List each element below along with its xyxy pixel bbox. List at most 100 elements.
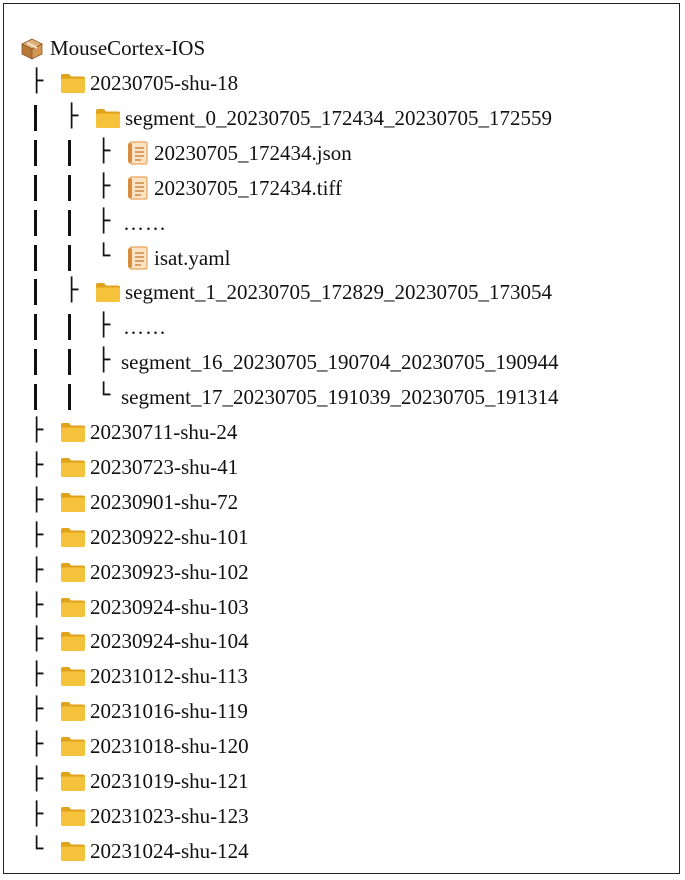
- tree-item-label: ……: [123, 210, 167, 235]
- folder-icon: [95, 107, 121, 135]
- tree-item-label: 20230901-shu-72: [90, 489, 239, 514]
- tree-item-label: 20230924-shu-104: [90, 629, 249, 654]
- tree-folder-row[interactable]: └ 20231024-shu-124: [4, 834, 679, 869]
- tree-guide-line: [68, 174, 71, 201]
- tree-branch-connector: ├: [97, 173, 111, 199]
- folder-icon: [60, 700, 86, 728]
- tree-row[interactable]: ├ ……: [4, 206, 679, 241]
- folder-icon: [60, 526, 86, 554]
- tree-item-label: segment_17_20230705_191039_20230705_1913…: [121, 385, 559, 410]
- root-label: MouseCortex-IOS: [50, 36, 206, 60]
- tree-item-label: ……: [123, 315, 167, 340]
- tree-branch-connector: ├: [30, 627, 44, 653]
- tree-branch-connector: ├: [97, 313, 111, 339]
- file-icon: [127, 245, 151, 277]
- tree-item-label: 20231024-shu-124: [90, 838, 249, 863]
- tree-guide-line: [34, 384, 37, 411]
- tree-branch-connector: ├: [30, 662, 44, 688]
- tree-branch-connector: ├: [30, 732, 44, 758]
- tree-guide-line: [34, 279, 37, 306]
- tree-root[interactable]: MouseCortex-IOS: [4, 31, 679, 66]
- folder-icon: [60, 421, 86, 449]
- tree-guide-line: [68, 349, 71, 376]
- tree-branch-connector: ├: [30, 767, 44, 792]
- tree-folder-row[interactable]: ├ 20230923-shu-102: [4, 555, 679, 590]
- tree-row[interactable]: ├ ……: [4, 310, 679, 345]
- tree-item-label: 20230705-shu-18: [90, 71, 239, 95]
- tree-item-label: segment_0_20230705_172434_20230705_17255…: [125, 105, 552, 130]
- folder-icon: [60, 491, 86, 519]
- tree-guide-line: [34, 104, 37, 131]
- tree-guide-line: [34, 244, 37, 271]
- tree-branch-connector: ├: [30, 452, 44, 478]
- tree-file-row[interactable]: └ isat.yaml: [4, 241, 679, 276]
- tree-folder-row[interactable]: ├ 20230723-shu-41: [4, 450, 679, 485]
- tree-guide-line: [34, 314, 37, 341]
- folder-icon: [60, 72, 86, 100]
- folder-icon: [60, 840, 86, 868]
- tree-row[interactable]: ├ segment_16_20230705_190704_20230705_190…: [4, 345, 679, 380]
- tree-guide-line: [68, 244, 71, 271]
- tree-folder-row[interactable]: ├ 20231016-shu-119: [4, 694, 679, 729]
- tree-item-label: 20231018-shu-120: [90, 734, 249, 759]
- tree-branch-connector: ├: [97, 348, 111, 374]
- folder-icon: [60, 805, 86, 833]
- tree-item-label: 20231019-shu-121: [90, 769, 249, 793]
- tree-branch-connector: ├: [30, 557, 44, 583]
- tree-guide-line: [68, 314, 71, 341]
- package-icon: [20, 37, 44, 67]
- folder-icon: [95, 281, 121, 309]
- tree-folder-row[interactable]: ├ segment_0_20230705_172434_20230705_172…: [4, 101, 679, 136]
- tree-branch-connector: ├: [30, 801, 44, 827]
- tree-frame: MouseCortex-IOS ├ 20230705-shu-18├ segme…: [3, 3, 680, 874]
- tree-folder-row[interactable]: ├ 20230924-shu-103: [4, 590, 679, 625]
- tree-folder-row[interactable]: ├ 20230711-shu-24: [4, 415, 679, 450]
- folder-icon: [60, 665, 86, 693]
- tree-branch-connector: ├: [30, 418, 44, 443]
- tree-guide-line: [68, 384, 71, 411]
- tree-last-branch-connector: └: [97, 383, 111, 409]
- tree-guide-line: [34, 174, 37, 201]
- tree-guide-line: [34, 139, 37, 166]
- tree-folder-row[interactable]: ├ segment_1_20230705_172829_20230705_173…: [4, 275, 679, 310]
- tree-item-label: 20231012-shu-113: [90, 664, 248, 689]
- tree-branch-connector: ├: [65, 278, 79, 304]
- folder-icon: [60, 456, 86, 484]
- file-icon: [127, 175, 151, 207]
- tree-file-row[interactable]: ├ 20230705_172434.tiff: [4, 171, 679, 206]
- tree-item-label: segment_16_20230705_190704_20230705_1909…: [121, 350, 559, 375]
- tree-item-label: 20230723-shu-41: [90, 454, 239, 479]
- tree-branch-connector: ├: [30, 592, 44, 618]
- tree-folder-row[interactable]: ├ 20231023-shu-123: [4, 799, 679, 834]
- folder-icon: [60, 735, 86, 763]
- tree-item-label: isat.yaml: [154, 245, 231, 270]
- tree-branch-connector: ├: [30, 487, 44, 513]
- tree-folder-row[interactable]: ├ 20231018-shu-120: [4, 729, 679, 764]
- tree-row[interactable]: └ segment_17_20230705_191039_20230705_191…: [4, 380, 679, 415]
- tree-folder-row[interactable]: ├ 20230924-shu-104: [4, 624, 679, 659]
- tree-branch-connector: ├: [30, 522, 44, 548]
- tree-item-label: 20230705_172434.json: [154, 140, 352, 165]
- tree-item-label: 20230711-shu-24: [90, 420, 238, 444]
- tree-branch-connector: ├: [97, 138, 111, 164]
- tree-last-branch-connector: └: [30, 836, 44, 862]
- folder-icon: [60, 596, 86, 624]
- tree-folder-row[interactable]: ├ 20230901-shu-72: [4, 485, 679, 520]
- tree-guide-line: [34, 209, 37, 236]
- tree-folder-row[interactable]: ├ 20230922-shu-101: [4, 520, 679, 555]
- tree-item-label: 20230923-shu-102: [90, 559, 249, 584]
- tree-guide-line: [34, 349, 37, 376]
- tree-guide-line: [68, 139, 71, 166]
- tree-branch-connector: ├: [97, 208, 111, 234]
- tree-item-label: 20230922-shu-101: [90, 524, 249, 549]
- tree-folder-row[interactable]: ├ 20231019-shu-121: [4, 764, 679, 799]
- file-icon: [127, 140, 151, 172]
- folder-icon: [60, 561, 86, 589]
- tree-file-row[interactable]: ├ 20230705_172434.json: [4, 136, 679, 171]
- tree-folder-row[interactable]: ├ 20231012-shu-113: [4, 659, 679, 694]
- tree-item-label: 20230924-shu-103: [90, 594, 249, 619]
- tree-item-label: segment_1_20230705_172829_20230705_17305…: [125, 280, 552, 305]
- tree-item-label: 20231016-shu-119: [90, 699, 248, 724]
- tree-item-label: 20230705_172434.tiff: [154, 175, 343, 200]
- tree-folder-row[interactable]: ├ 20230705-shu-18: [4, 66, 679, 101]
